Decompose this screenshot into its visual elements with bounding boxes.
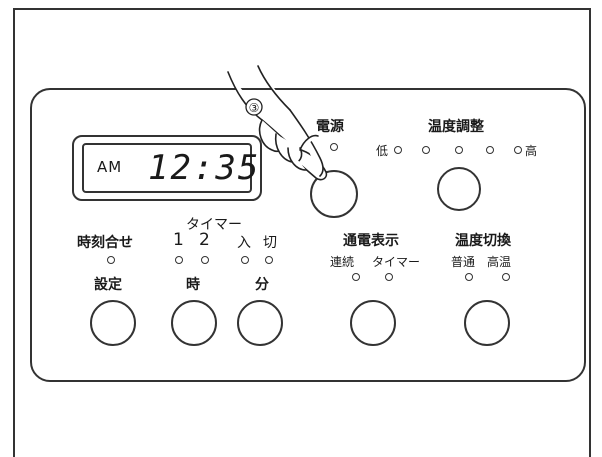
temp-switch-button[interactable] — [464, 300, 510, 346]
minute-label: 分 — [255, 277, 269, 293]
high-temp-label: 高温 — [487, 255, 512, 269]
temp-led-3 — [455, 146, 463, 154]
hour-button[interactable] — [171, 300, 217, 346]
power-label: 電源 — [316, 119, 344, 135]
energize-button[interactable] — [350, 300, 396, 346]
clock-set-led — [107, 256, 115, 264]
temp-led-4 — [486, 146, 494, 154]
timer-2-led — [201, 256, 209, 264]
normal-label: 普通 — [451, 255, 476, 269]
setting-label: 設定 — [94, 277, 122, 293]
temp-led-5 — [514, 146, 522, 154]
timer-1-label: 1 — [173, 230, 184, 250]
temp-switch-label: 温度切換 — [455, 233, 511, 249]
lcd-ampm: AM — [97, 158, 123, 176]
energize-display-label: 通電表示 — [343, 233, 399, 249]
timer-off-label: 切 — [263, 235, 277, 251]
power-led — [330, 143, 338, 151]
high-temp-led — [502, 273, 510, 281]
hour-label: 時 — [186, 277, 200, 293]
temp-adjust-button[interactable] — [437, 167, 481, 211]
timer-on-label: 入 — [237, 235, 251, 251]
temp-high-label: 高 — [525, 144, 538, 158]
timer-off-led — [265, 256, 273, 264]
minute-button[interactable] — [237, 300, 283, 346]
timer-1-led — [175, 256, 183, 264]
temp-led-1 — [394, 146, 402, 154]
temp-low-label: 低 — [376, 144, 389, 158]
timer-mode-label: タイマー — [372, 255, 421, 269]
callout-number: ③ — [249, 101, 260, 115]
control-panel — [30, 88, 586, 382]
normal-led — [465, 273, 473, 281]
timer-on-led — [241, 256, 249, 264]
clock-set-label: 時刻合せ — [77, 235, 133, 251]
lcd-bezel — [72, 135, 262, 201]
temp-adjust-label: 温度調整 — [428, 119, 484, 135]
continuous-label: 連続 — [330, 255, 355, 269]
setting-button[interactable] — [90, 300, 136, 346]
timer-mode-led — [385, 273, 393, 281]
timer-2-label: 2 — [199, 230, 210, 250]
lcd-time: 12:35 — [148, 148, 261, 188]
timer-label: タイマー — [186, 217, 242, 233]
continuous-led — [352, 273, 360, 281]
lcd-display — [82, 143, 252, 193]
temp-led-2 — [422, 146, 430, 154]
page-frame — [13, 8, 591, 457]
